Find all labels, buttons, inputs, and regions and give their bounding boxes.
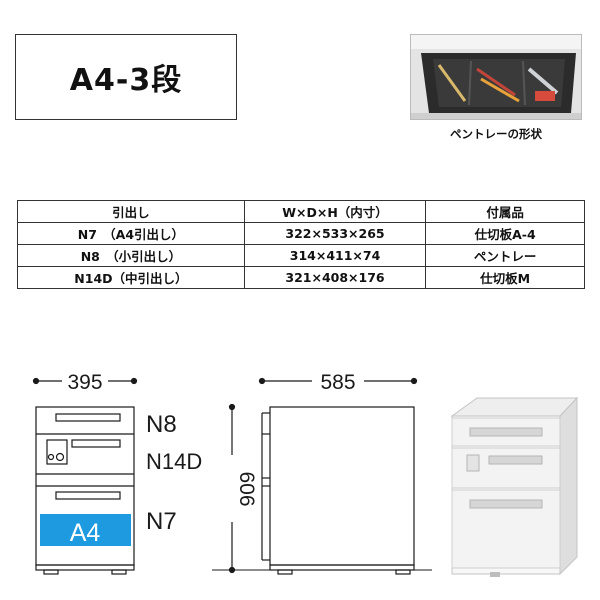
drawer-spec-table: 引出し W×D×H（内寸） 付属品 N7 （A4引出し） 322×533×265… (17, 200, 585, 289)
lock-icon (46, 439, 68, 465)
cell-drawer: N7 （A4引出し） (17, 222, 245, 245)
drawer-handle-bottom (55, 491, 121, 500)
dim-endpoint (410, 377, 418, 385)
cell-drawer: N14D（中引出し） (17, 266, 245, 289)
cell-accessory: 仕切板M (425, 266, 585, 289)
depth-dimension: 585 (320, 371, 355, 394)
drawer-label-n14d: N14D (146, 449, 202, 474)
a4-badge-bg (40, 514, 131, 546)
pen-tray-photo (410, 34, 582, 120)
lock-dial (55, 452, 65, 462)
product-title-box: A4-3段 (15, 34, 237, 120)
table-row: N7 （A4引出し） 322×533×265 仕切板A-4 (17, 222, 585, 245)
height-dimension: 606 (235, 471, 258, 506)
side-base (269, 564, 415, 571)
drawer-handle-top (55, 413, 121, 422)
dim-endpoint (32, 377, 40, 385)
cabinet-3d-illustration (450, 396, 579, 577)
front-base (35, 564, 135, 571)
cell-size: 322×533×265 (243, 222, 427, 245)
dim-endpoint (130, 377, 138, 385)
table-row: N14D（中引出し） 321×408×176 仕切板M (17, 266, 585, 289)
side-cabinet-outline (269, 406, 415, 566)
photo-caption: ペントレーの形状 (450, 127, 542, 141)
drawer-handle-middle (71, 439, 121, 448)
lock-keyhole (47, 453, 55, 461)
caster-icon (395, 569, 411, 575)
header-drawer: 引出し (17, 200, 245, 223)
cell-size: 321×408×176 (243, 266, 427, 289)
width-dimension: 395 (67, 371, 102, 394)
lock-icon (466, 454, 480, 472)
product-title: A4-3段 (69, 63, 183, 98)
caster-icon (43, 569, 59, 575)
table-row: N8 （小引出し） 314×411×74 ペントレー (17, 244, 585, 267)
pen-tray-illustration (411, 35, 581, 119)
dim-endpoint (228, 403, 236, 411)
drawer-label-n8: N8 (146, 411, 177, 438)
caster-icon (111, 569, 127, 575)
caster-icon (277, 569, 293, 575)
front-view (32, 377, 138, 575)
dim-endpoint (258, 377, 266, 385)
a4-badge-label: A4 (70, 519, 101, 547)
drawer-label-n7: N7 (146, 508, 177, 535)
header-accessory: 付属品 (425, 200, 585, 223)
